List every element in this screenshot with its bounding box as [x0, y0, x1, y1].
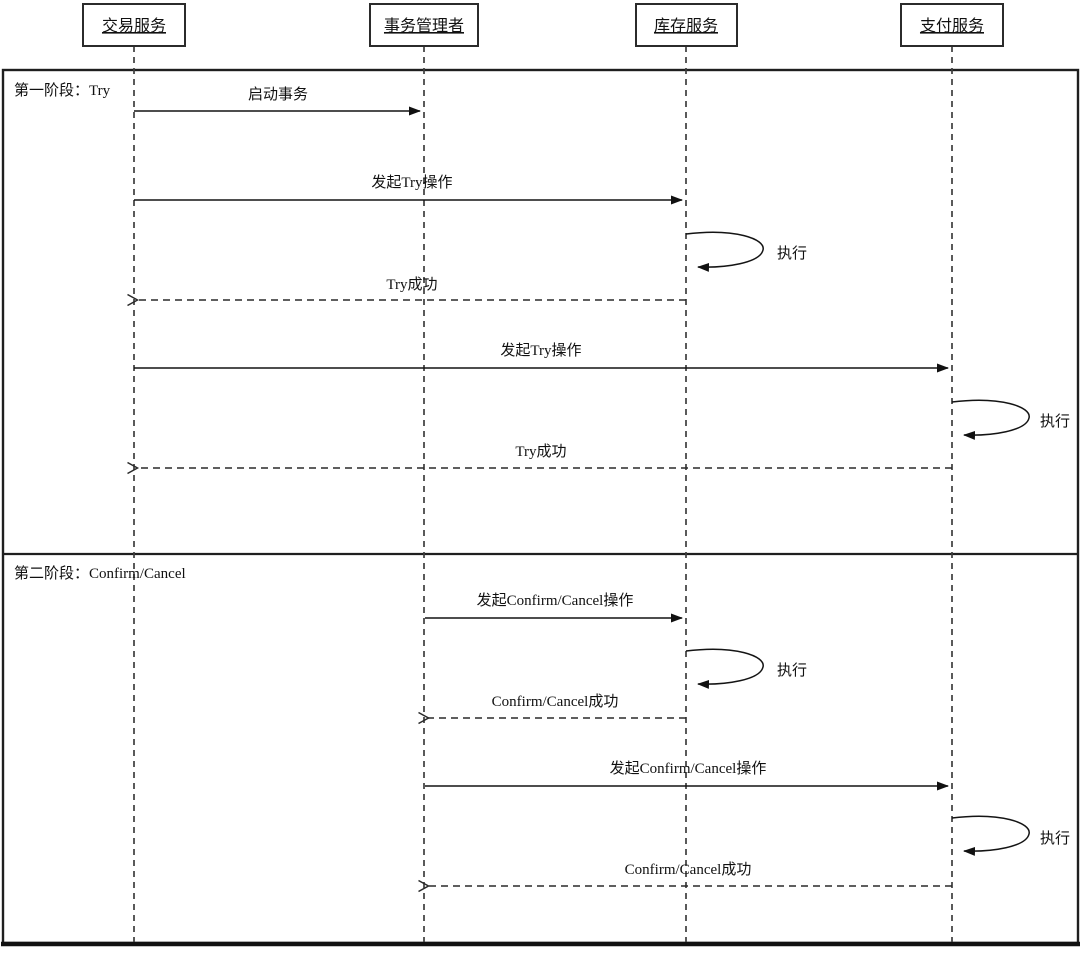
participant-box-inventory — [635, 3, 738, 47]
message-label-confirm-success-inventory: Confirm/Cancel成功 — [492, 693, 619, 710]
self-loop-label-execute-inventory-1: 执行 — [777, 245, 807, 262]
participant-label-trade: 交易服务 — [102, 17, 166, 35]
self-loop-execute-payment-2 — [951, 815, 1030, 856]
self-loop-label-execute-inventory-2: 执行 — [777, 662, 807, 679]
message-label-try-payment: 发起Try操作 — [500, 342, 581, 359]
message-label-confirm-inventory: 发起Confirm/Cancel操作 — [477, 592, 634, 609]
participant-label-txmanager: 事务管理者 — [384, 17, 464, 35]
message-label-confirm-success-payment: Confirm/Cancel成功 — [625, 861, 752, 878]
participant-label-inventory: 库存服务 — [654, 17, 718, 35]
message-label-try-success-inventory: Try成功 — [386, 276, 437, 293]
message-label-confirm-payment: 发起Confirm/Cancel操作 — [610, 760, 767, 777]
diagram-outer-frame — [1, 68, 1080, 945]
participant-label-payment: 支付服务 — [920, 17, 984, 35]
self-loop-execute-inventory-2 — [685, 648, 764, 689]
message-label-start-transaction: 启动事务 — [248, 86, 308, 103]
phase-2-label: 第二阶段：Confirm/Cancel — [14, 564, 186, 582]
participant-box-payment — [900, 3, 1004, 47]
message-label-try-inventory: 发起Try操作 — [371, 174, 452, 191]
phase-1-label: 第一阶段：Try — [14, 81, 111, 99]
participant-box-trade — [82, 3, 186, 47]
participant-box-txmanager — [369, 3, 479, 47]
self-loop-label-execute-payment-2: 执行 — [1040, 830, 1070, 847]
self-loop-execute-payment-1 — [951, 399, 1030, 440]
message-label-try-success-payment: Try成功 — [515, 443, 566, 460]
self-loop-execute-inventory-1 — [685, 231, 764, 272]
self-loop-label-execute-payment-1: 执行 — [1040, 413, 1070, 430]
